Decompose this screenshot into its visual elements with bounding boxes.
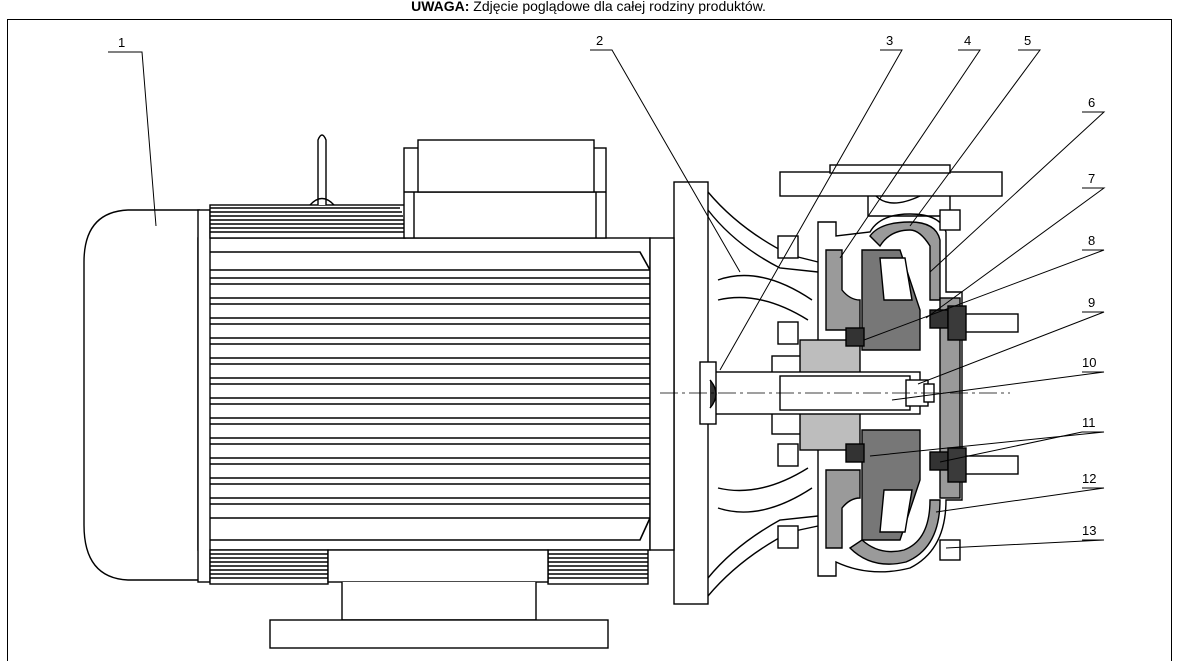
callout-4: 4 bbox=[964, 33, 971, 48]
callout-3: 3 bbox=[886, 33, 893, 48]
discharge-flange bbox=[779, 164, 1003, 217]
callout-5: 5 bbox=[1024, 33, 1031, 48]
motor-flange bbox=[649, 181, 709, 605]
impeller bbox=[861, 249, 921, 541]
pump-casing bbox=[817, 213, 963, 577]
fan-cover bbox=[83, 209, 200, 581]
callout-labels: 1 2 3 4 5 6 7 8 9 10 11 12 13 bbox=[118, 33, 1096, 538]
terminal-box bbox=[403, 139, 607, 239]
callout-10: 10 bbox=[1082, 355, 1096, 370]
motor-end-ring bbox=[197, 209, 211, 583]
motor-foot bbox=[269, 549, 609, 649]
drawing-frame bbox=[7, 19, 1172, 661]
callout-2: 2 bbox=[596, 33, 603, 48]
notice-text: Zdjęcie poglądowe dla całej rodziny prod… bbox=[469, 0, 766, 14]
callout-11: 11 bbox=[1082, 415, 1096, 430]
motor-bottom-ribs bbox=[209, 549, 649, 585]
leader-lines bbox=[108, 49, 1106, 549]
callout-6: 6 bbox=[1088, 95, 1095, 110]
motor-top-ribs bbox=[209, 204, 406, 239]
motor-cooling-fins bbox=[210, 251, 652, 541]
callout-12: 12 bbox=[1082, 471, 1096, 486]
notice-prefix: UWAGA: bbox=[411, 0, 470, 14]
callout-7: 7 bbox=[1088, 171, 1095, 186]
notice-banner: UWAGA: Zdjęcie poglądowe dla całej rodzi… bbox=[0, 0, 1177, 16]
lifting-eye bbox=[309, 134, 335, 206]
callout-9: 9 bbox=[1088, 295, 1095, 310]
callout-13: 13 bbox=[1082, 523, 1096, 538]
callout-8: 8 bbox=[1088, 233, 1095, 248]
cover-studs bbox=[947, 305, 1019, 483]
callout-1: 1 bbox=[118, 35, 125, 50]
